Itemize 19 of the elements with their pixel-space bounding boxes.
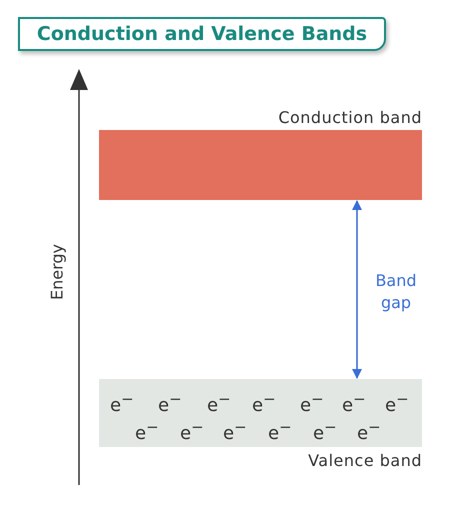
electron-symbol: e$^{−}$ bbox=[207, 389, 231, 417]
edge-label: Band gap bbox=[374, 270, 418, 314]
double-arrow bbox=[352, 200, 362, 379]
electron-symbol: e$^{−}$ bbox=[300, 389, 324, 417]
electron-symbol: e$^{−}$ bbox=[252, 389, 276, 417]
electron-symbol: e$^{−}$ bbox=[223, 417, 247, 445]
title-box: Conduction and Valence Bands bbox=[18, 17, 386, 51]
axis-label: Energy bbox=[48, 244, 66, 300]
electron-symbol: e$^{−}$ bbox=[385, 389, 409, 417]
electron-symbol: e$^{−}$ bbox=[357, 417, 381, 445]
electron-symbol: e$^{−}$ bbox=[135, 417, 159, 445]
band-label: Valence band bbox=[307, 451, 422, 470]
electron-symbol: e$^{−}$ bbox=[158, 389, 182, 417]
electron-symbol: e$^{−}$ bbox=[110, 389, 134, 417]
electron-symbol: e$^{−}$ bbox=[180, 417, 204, 445]
electron-symbol: e$^{−}$ bbox=[313, 417, 337, 445]
electron-symbol: e$^{−}$ bbox=[268, 417, 292, 445]
electron-symbol: e$^{−}$ bbox=[342, 389, 366, 417]
band-label: Conduction band bbox=[277, 108, 422, 127]
